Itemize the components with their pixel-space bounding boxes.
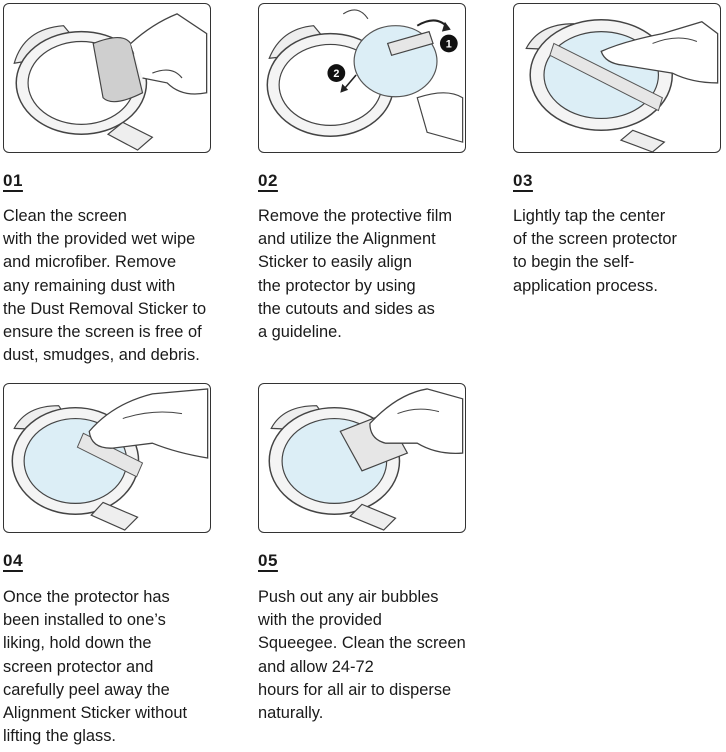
- marker-2-icon: [327, 64, 346, 82]
- step-number: 02: [258, 171, 278, 190]
- step-number: 04: [3, 551, 23, 570]
- step-number: 01: [3, 171, 23, 190]
- step-description: Once the protector has been installed to…: [3, 588, 188, 746]
- marker-2: 2: [333, 68, 339, 80]
- watch-icon: [13, 13, 208, 151]
- squeegee-illustration: [258, 383, 466, 533]
- step-description: Clean the screen with the provided wet w…: [3, 207, 207, 365]
- peel-sticker-illustration: [3, 383, 211, 533]
- wipe-screen-illustration: [3, 3, 211, 153]
- step-description: Push out any air bubbles with the provid…: [258, 588, 466, 723]
- watch-icon: [268, 388, 464, 531]
- tap-center-illustration: [513, 3, 721, 153]
- marker-1: 1: [446, 38, 452, 50]
- watch-icon: 1 2: [266, 9, 464, 143]
- step-description: Remove the protective film and utilize t…: [258, 207, 453, 342]
- watch-icon: [11, 388, 209, 531]
- step-description: Lightly tap the center of the screen pro…: [513, 207, 677, 295]
- watch-icon: [525, 19, 719, 152]
- align-protector-illustration: 1 2: [258, 3, 466, 153]
- marker-1-icon: [439, 34, 458, 53]
- step-number: 05: [258, 551, 278, 570]
- step-number: 03: [513, 171, 533, 190]
